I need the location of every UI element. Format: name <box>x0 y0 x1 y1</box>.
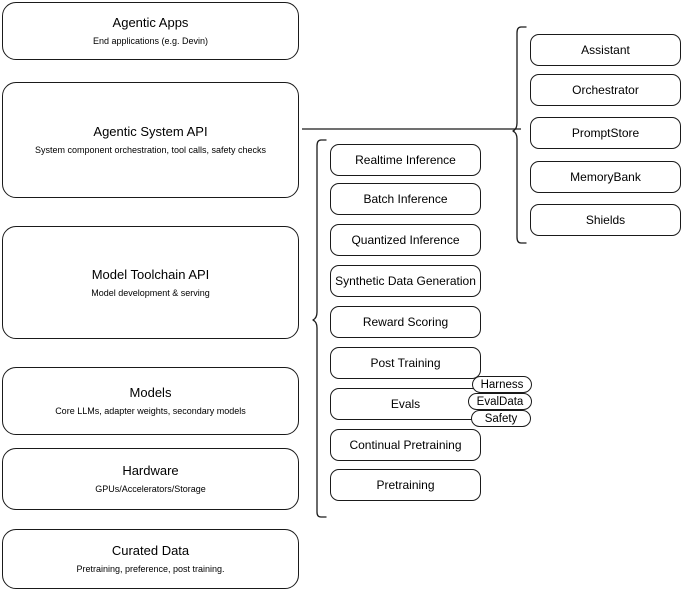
stack-box-model-toolchain-api[interactable]: Model Toolchain API Model development & … <box>2 226 299 339</box>
eval-pill-label: Harness <box>480 378 524 391</box>
eval-pill-safety[interactable]: Safety <box>471 410 531 427</box>
toolchain-item-label: Synthetic Data Generation <box>335 273 476 288</box>
system-item-label: Assistant <box>581 42 630 57</box>
toolchain-item-label: Quantized Inference <box>351 232 460 247</box>
toolchain-item-reward-scoring[interactable]: Reward Scoring <box>330 306 481 338</box>
stack-title: Agentic Apps <box>112 15 189 30</box>
eval-pill-harness[interactable]: Harness <box>472 376 532 393</box>
stack-title: Agentic System API <box>93 124 208 139</box>
toolchain-brace <box>312 139 327 518</box>
toolchain-item-realtime-inference[interactable]: Realtime Inference <box>330 144 481 176</box>
toolchain-item-label: Post Training <box>370 355 441 370</box>
system-item-orchestrator[interactable]: Orchestrator <box>530 74 681 106</box>
system-item-label: Shields <box>585 212 626 227</box>
toolchain-item-post-training[interactable]: Post Training <box>330 347 481 379</box>
eval-pill-label: EvalData <box>476 395 524 408</box>
system-item-assistant[interactable]: Assistant <box>530 34 681 66</box>
stack-title: Hardware <box>122 463 179 478</box>
stack-title: Curated Data <box>111 543 190 558</box>
toolchain-item-continual-pretraining[interactable]: Continual Pretraining <box>330 429 481 461</box>
stack-box-curated-data[interactable]: Curated Data Pretraining, preference, po… <box>2 529 299 589</box>
toolchain-item-label: Evals <box>390 396 421 411</box>
toolchain-item-label: Reward Scoring <box>362 314 449 329</box>
toolchain-item-batch-inference[interactable]: Batch Inference <box>330 183 481 215</box>
stack-subtitle: Core LLMs, adapter weights, secondary mo… <box>55 406 246 416</box>
toolchain-item-synthetic-data-generation[interactable]: Synthetic Data Generation <box>330 265 481 297</box>
eval-pill-evaldata[interactable]: EvalData <box>468 393 532 410</box>
stack-title: Models <box>129 385 172 400</box>
system-item-label: Orchestrator <box>572 82 639 97</box>
toolchain-item-pretraining[interactable]: Pretraining <box>330 469 481 501</box>
toolchain-item-label: Realtime Inference <box>355 152 456 167</box>
toolchain-item-quantized-inference[interactable]: Quantized Inference <box>330 224 481 256</box>
stack-subtitle: Model development & serving <box>91 287 210 298</box>
system-item-label: MemoryBank <box>570 169 641 184</box>
system-item-shields[interactable]: Shields <box>530 204 681 236</box>
eval-pill-label: Safety <box>484 412 518 425</box>
stack-box-hardware[interactable]: Hardware GPUs/Accelerators/Storage <box>2 448 299 510</box>
system-item-promptstore[interactable]: PromptStore <box>530 117 681 149</box>
toolchain-item-evals[interactable]: Evals <box>330 388 481 420</box>
system-components-brace <box>512 26 527 244</box>
system-item-memorybank[interactable]: MemoryBank <box>530 161 681 193</box>
toolchain-item-label: Continual Pretraining <box>349 437 462 452</box>
stack-box-models[interactable]: Models Core LLMs, adapter weights, secon… <box>2 367 299 435</box>
stack-title: Model Toolchain API <box>91 266 210 282</box>
stack-subtitle: End applications (e.g. Devin) <box>92 36 209 46</box>
system-item-label: PromptStore <box>571 125 640 140</box>
stack-subtitle: GPUs/Accelerators/Storage <box>95 484 206 494</box>
toolchain-item-label: Batch Inference <box>363 191 448 206</box>
stack-box-agentic-apps[interactable]: Agentic Apps End applications (e.g. Devi… <box>2 2 299 60</box>
stack-subtitle: Pretraining, preference, post training. <box>76 564 225 574</box>
toolchain-item-label: Pretraining <box>376 477 435 492</box>
stack-subtitle: System component orchestration, tool cal… <box>34 145 267 155</box>
stack-box-agentic-system-api[interactable]: Agentic System API System component orch… <box>2 82 299 198</box>
